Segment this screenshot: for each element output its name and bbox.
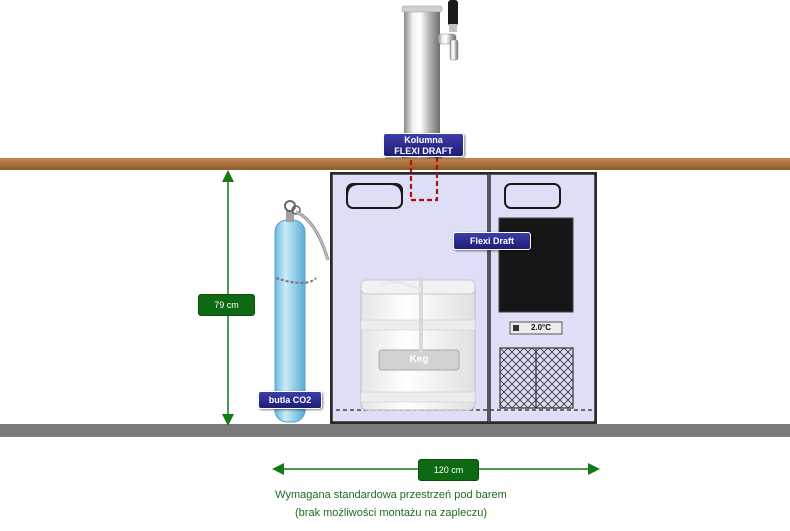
bar-counter [0, 158, 790, 170]
column-label: Kolumna FLEXI DRAFT [383, 133, 464, 157]
column-label-line2: FLEXI DRAFT [394, 146, 453, 156]
beer-line-dashed [409, 152, 439, 202]
co2-label: butla CO2 [258, 391, 322, 409]
thermostat-display [509, 321, 563, 335]
caption-line1: Wymagana standardowa przestrzeń pod bare… [275, 489, 507, 501]
height-dimension-label: 79 cm [198, 294, 255, 316]
keg [360, 276, 476, 411]
temperature-readout: 2.0°C [530, 323, 552, 332]
keg-label: Keg [409, 354, 429, 365]
width-dimension-label: 120 cm [418, 459, 479, 481]
flexi-draft-label: Flexi Draft [453, 232, 531, 250]
co2-cylinder [274, 200, 330, 423]
floor [0, 424, 790, 437]
column-label-line1: Kolumna [404, 135, 443, 145]
caption-line2: (brak możliwości montażu na zapleczu) [295, 507, 487, 519]
